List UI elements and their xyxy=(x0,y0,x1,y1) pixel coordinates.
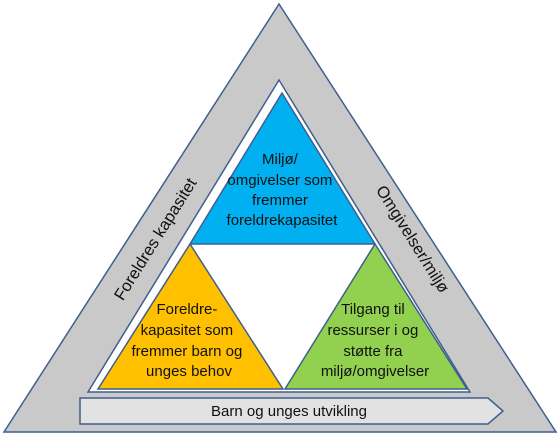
right-triangle-line-1: Tilgang til xyxy=(341,301,405,318)
right-triangle xyxy=(283,242,469,390)
top-triangle-line-2: omgivelser som xyxy=(227,172,332,189)
top-triangle xyxy=(188,91,377,245)
left-triangle xyxy=(96,242,285,390)
left-triangle-line-3: fremmer barn og xyxy=(131,343,242,360)
left-triangle-label: Foreldre- kapasitet som fremmer barn og … xyxy=(131,301,246,380)
top-triangle-line-1: Miljø/ xyxy=(262,151,299,168)
right-triangle-line-4: miljø/omgivelser xyxy=(321,363,429,380)
left-triangle-line-2: kapasitet som xyxy=(141,322,234,339)
right-triangle-label: Tilgang til ressurser i og støtte fra mi… xyxy=(321,301,429,380)
top-triangle-line-3: fremmer xyxy=(252,192,308,209)
bottom-arrow-label: Barn og unges utvikling xyxy=(211,403,367,420)
right-triangle-line-3: støtte fra xyxy=(343,343,403,360)
bottom-arrow xyxy=(79,397,505,425)
left-triangle-line-4: unges behov xyxy=(146,363,232,380)
right-triangle-line-2: ressurser i og xyxy=(327,322,418,339)
left-triangle-line-1: Foreldre- xyxy=(156,301,217,318)
top-triangle-label: Miljø/ omgivelser som fremmer foreldreka… xyxy=(227,151,339,229)
top-triangle-line-4: foreldrekapasitet xyxy=(227,212,339,229)
